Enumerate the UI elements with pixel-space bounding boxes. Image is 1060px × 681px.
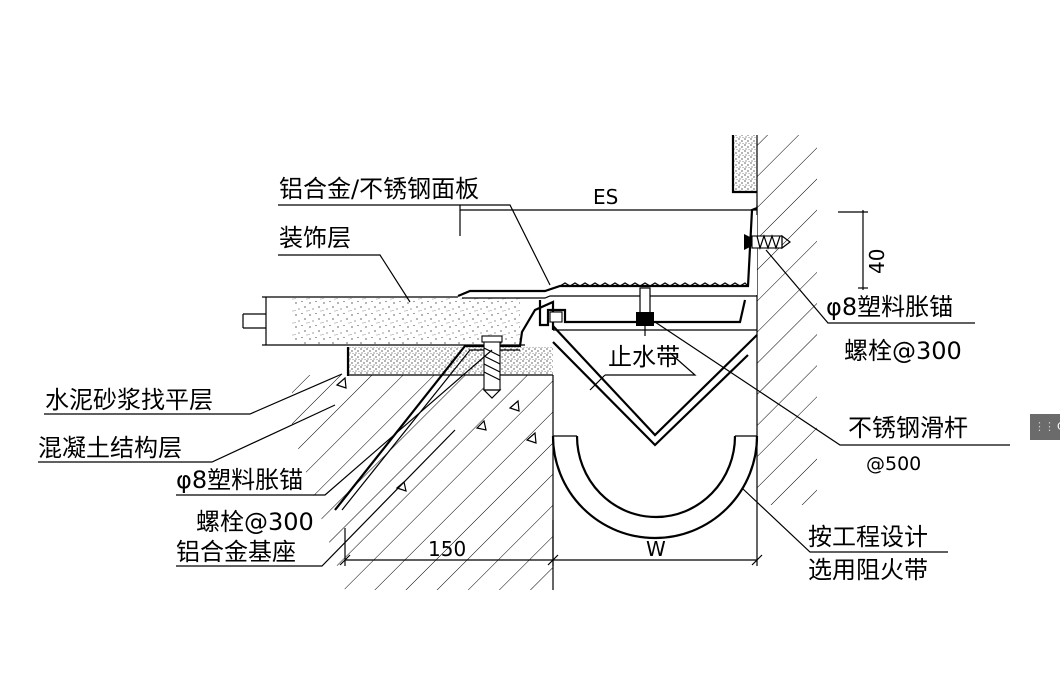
label-panel: 铝合金/不锈钢面板	[279, 175, 479, 203]
dim-es: ES	[593, 185, 618, 209]
label-anchor-left-2: 螺栓@300	[196, 508, 314, 536]
label-fire-2: 选用阻火带	[808, 556, 928, 584]
label-anchor-left-1: φ8塑料胀锚	[176, 466, 303, 494]
side-panel-tab[interactable]: ⋮⋮CH	[1030, 414, 1060, 440]
label-slide-rod-2: @500	[866, 453, 921, 475]
label-fire-1: 按工程设计	[808, 523, 928, 551]
slide-rod-bolt	[636, 287, 654, 336]
dim-150: 150	[428, 537, 466, 561]
label-slide-rod-1: 不锈钢滑杆	[848, 414, 968, 442]
side-tab-label: CH	[1057, 420, 1060, 433]
label-decor: 装饰层	[279, 224, 351, 252]
label-concrete: 混凝土结构层	[38, 434, 182, 462]
fire-barrier	[551, 435, 759, 540]
waterstop	[552, 325, 758, 447]
leader-lines	[38, 204, 1010, 567]
left-anchor-bolt	[481, 335, 503, 399]
label-anchor-right-2: 螺栓@300	[844, 337, 962, 365]
dim-w: W	[646, 537, 666, 561]
grip-icon: ⋮⋮	[1034, 420, 1055, 433]
label-base: 铝合金基座	[176, 538, 296, 566]
cover-panel	[457, 205, 758, 327]
right-wall	[731, 135, 817, 505]
bottom-dimensions	[339, 505, 763, 566]
label-waterstop: 止水带	[608, 343, 680, 371]
aluminum-base	[334, 300, 555, 511]
mortar-leveling-layer	[346, 347, 553, 376]
right-anchor-screw	[744, 210, 868, 290]
label-mortar: 水泥砂浆找平层	[45, 386, 213, 414]
dim-40: 40	[865, 249, 889, 274]
label-anchor-right-1: φ8塑料胀锚	[826, 293, 953, 321]
